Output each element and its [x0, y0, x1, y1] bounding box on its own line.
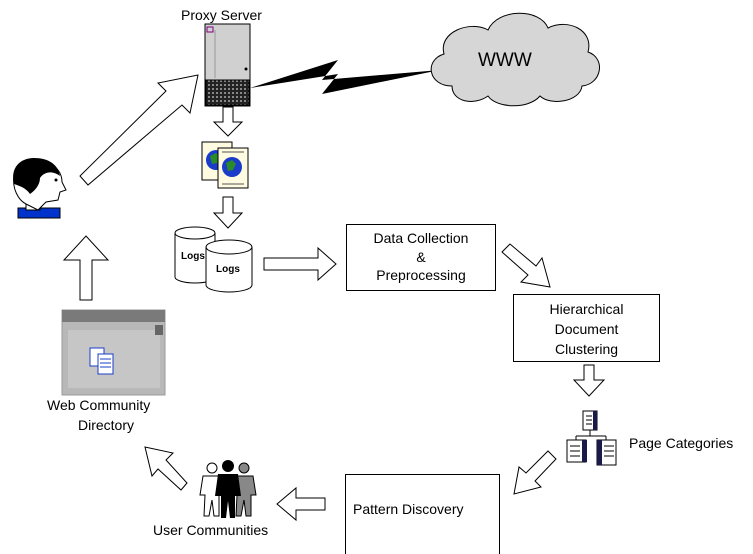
logs-front-label: Logs [216, 264, 240, 275]
directory-label-line1: Web Community [47, 397, 151, 413]
lightning-link-icon [250, 60, 440, 94]
clustering-box: Hierarchical Document Clustering [513, 294, 660, 362]
arrow-collection-to-clustering [501, 243, 551, 288]
proxy-server-icon [204, 23, 251, 107]
arrow-user-to-proxy [79, 74, 199, 186]
www-label: WWW [478, 50, 532, 71]
proxy-server-label: Proxy Server [181, 7, 262, 23]
arrow-communities-to-directory [144, 446, 188, 491]
clustering-line2: Document [554, 321, 619, 337]
diagram-canvas: Logs Logs [13, 12, 617, 522]
user-communities-people-icon [199, 460, 257, 518]
arrow-logs-to-collection [263, 246, 337, 282]
clustering-line3: Clustering [554, 341, 619, 357]
pattern-discovery-box: Pattern Discovery [345, 474, 500, 554]
arrow-docs-to-logs [212, 196, 244, 229]
user-communities-label: User Communities [153, 522, 269, 538]
arrow-directory-to-user [62, 235, 110, 301]
arrow-clustering-to-categories [572, 364, 606, 397]
data-collection-line3: Preprocessing [376, 267, 466, 283]
pattern-discovery-label: Pattern Discovery [353, 501, 464, 517]
directory-window-icon [61, 309, 166, 396]
data-collection-box: Data Collection & Preprocessing [346, 224, 496, 291]
user-avatar-icon [13, 158, 67, 219]
directory-label-line2: Directory [78, 417, 135, 433]
page-categories-label: Page Categories [629, 435, 734, 451]
arrow-categories-to-pattern [513, 450, 557, 495]
arrow-pattern-to-communities [276, 486, 326, 522]
web-pages-icon [201, 141, 249, 189]
data-collection-line2: & [416, 249, 426, 265]
arrow-server-to-docs [212, 106, 244, 137]
logs-database-icon [174, 226, 253, 293]
www-cloud-icon [430, 12, 600, 107]
clustering-line1: Hierarchical [549, 301, 624, 317]
page-categories-tree-icon [566, 410, 617, 466]
data-collection-line1: Data Collection [373, 230, 469, 246]
logs-back-label: Logs [181, 251, 205, 262]
